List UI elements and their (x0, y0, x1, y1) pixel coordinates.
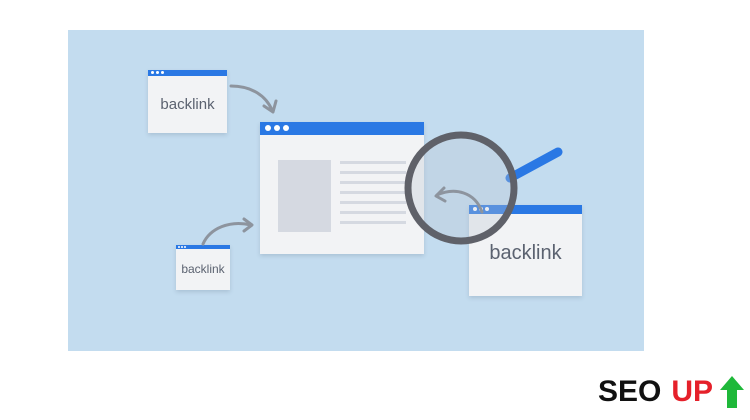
window-title-bar (260, 122, 424, 135)
backlink-window-top-left: backlink (148, 70, 227, 133)
window-title-bar (148, 70, 227, 76)
window-dots-icon (473, 207, 489, 211)
backlink-label: backlink (181, 262, 225, 276)
up-arrow-icon (720, 376, 745, 408)
window-dots-icon (151, 71, 164, 74)
text-lines-placeholder (340, 161, 406, 231)
backlink-window-bottom-left: backlink (176, 245, 230, 290)
window-title-bar (176, 245, 230, 249)
logo-seo-text: SEO (598, 375, 662, 408)
backlink-window-right: backlink (469, 205, 582, 296)
logo-up-text: UP (671, 375, 714, 408)
seo-up-logo: SEO UP (598, 374, 745, 410)
window-dots-icon (265, 125, 289, 131)
backlink-label: backlink (160, 96, 215, 113)
main-webpage-window (260, 122, 424, 254)
window-title-bar (469, 205, 582, 214)
backlink-label: backlink (489, 242, 562, 264)
image-placeholder (278, 160, 331, 232)
window-dots-icon (178, 246, 186, 248)
